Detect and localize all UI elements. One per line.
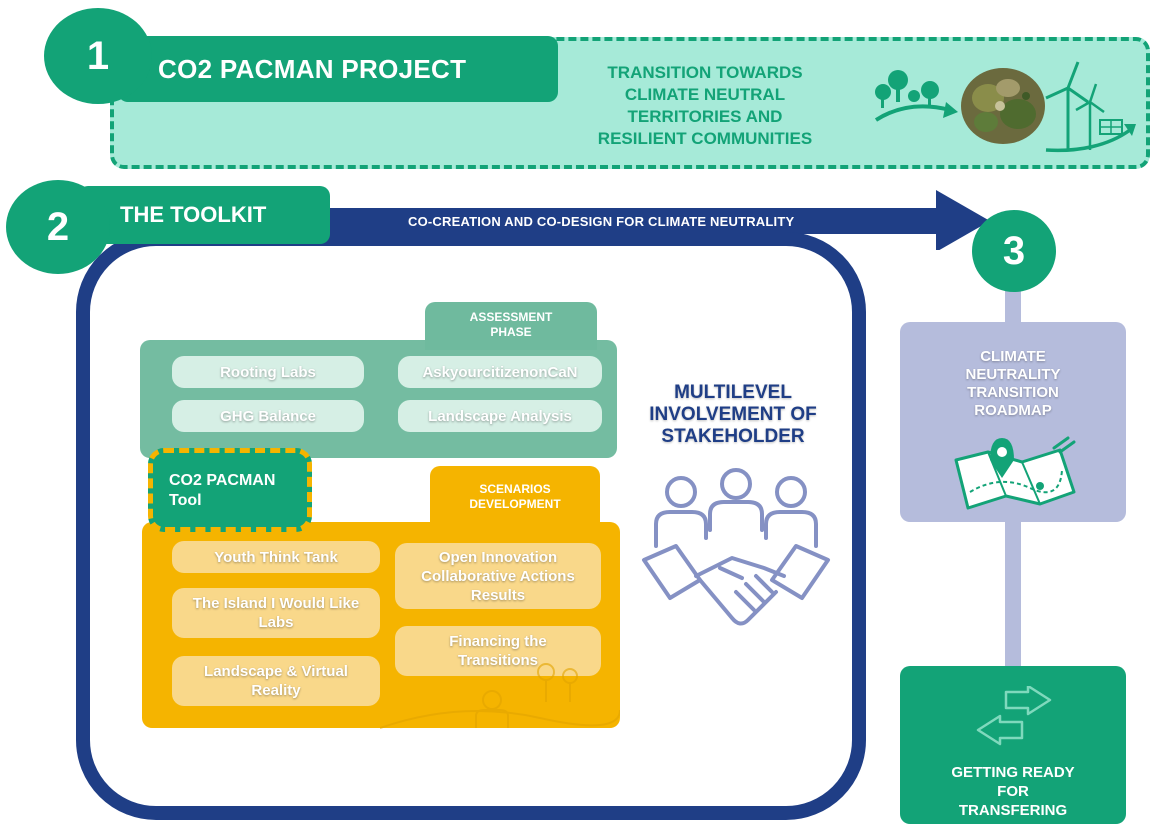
title-line: GETTING READY xyxy=(951,764,1075,781)
step-number-2: 2 xyxy=(6,180,110,274)
project-title: CO2 PACMAN PROJECT xyxy=(118,36,558,102)
toolkit-title: THE TOOLKIT xyxy=(78,186,330,244)
tool-line: CO2 PACMAN xyxy=(169,472,276,489)
heading-line: STAKEHOLDER xyxy=(661,426,805,447)
scenario-item: Youth Think Tank xyxy=(172,541,380,573)
exchange-arrows-icon xyxy=(976,686,1052,746)
title-line: CLIMATE xyxy=(980,348,1046,365)
tagline-line: TERRITORIES AND xyxy=(627,107,783,126)
scenario-item: The Island I Would Like Labs xyxy=(172,588,380,638)
scenario-item: Landscape & Virtual Reality xyxy=(172,656,380,706)
project-tagline: TRANSITION TOWARDS CLIMATE NEUTRAL TERRI… xyxy=(585,62,825,150)
scenario-item: Open Innovation Collaborative Actions Re… xyxy=(395,543,601,609)
tagline-line: CLIMATE NEUTRAL xyxy=(624,85,786,104)
tagline-line: TRANSITION TOWARDS xyxy=(607,63,803,82)
title-line: NEUTRALITY xyxy=(965,366,1061,383)
trees-icon xyxy=(874,70,958,122)
assessment-item: Landscape Analysis xyxy=(398,400,602,432)
title-line: ROADMAP xyxy=(974,402,1052,419)
tagline-line: RESILIENT COMMUNITIES xyxy=(597,129,813,148)
scenario-item: Financing the Transitions xyxy=(395,626,601,676)
co-creation-arrow xyxy=(300,190,990,250)
step-number-1: 1 xyxy=(44,8,152,104)
tab-line: SCENARIOS xyxy=(479,482,551,496)
assessment-item: AskyourcitizenonCaN xyxy=(398,356,602,388)
landscape-watermark xyxy=(380,663,620,729)
tab-line: PHASE xyxy=(490,325,532,339)
getting-ready-title: GETTING READY FOR TRANSFERING xyxy=(900,763,1126,820)
assessment-item: Rooting Labs xyxy=(172,356,364,388)
tab-line: DEVELOPMENT xyxy=(469,497,561,511)
heading-line: MULTILEVEL xyxy=(674,382,792,403)
map-location-icon xyxy=(954,436,1076,510)
heading-line: INVOLVEMENT OF xyxy=(649,404,817,425)
title-line: TRANSFERING xyxy=(958,802,1068,819)
roadmap-title: CLIMATE NEUTRALITY TRANSITION ROADMAP xyxy=(900,348,1126,420)
tab-line: ASSESSMENT xyxy=(469,310,553,324)
renewable-energy-icon xyxy=(1045,61,1136,153)
tool-line: Tool xyxy=(169,492,202,509)
co2-pacman-tool: CO2 PACMAN Tool xyxy=(148,448,312,532)
stakeholder-heading: MULTILEVEL INVOLVEMENT OF STAKEHOLDER xyxy=(630,382,836,448)
title-line: TRANSITION xyxy=(967,384,1059,401)
handshake-people-icon xyxy=(642,468,830,626)
arrow-label: CO-CREATION AND CO-DESIGN FOR CLIMATE NE… xyxy=(408,214,795,229)
scenarios-development-tab: SCENARIOS DEVELOPMENT xyxy=(430,466,600,526)
island-aerial-image xyxy=(961,68,1045,144)
assessment-item: GHG Balance xyxy=(172,400,364,432)
transition-illustration xyxy=(874,61,1136,153)
step-number-3: 3 xyxy=(972,210,1056,292)
title-line: FOR xyxy=(997,783,1029,800)
